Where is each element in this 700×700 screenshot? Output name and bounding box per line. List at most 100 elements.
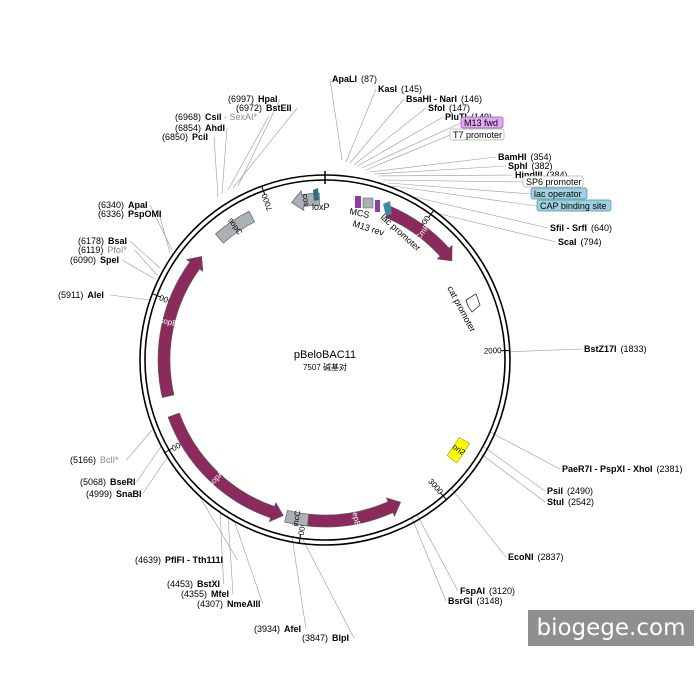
leader-line [353, 107, 427, 166]
site-name: SpeI [100, 255, 119, 265]
leader-line [142, 455, 169, 495]
site-position: (6972) [236, 103, 262, 113]
site-label: BstZ17I(1833) [584, 344, 647, 354]
inner-feature-label: M13 rev [351, 218, 385, 238]
feature-cmr [385, 205, 453, 262]
feature-tag-box [536, 199, 612, 212]
site-name: ApaI [128, 200, 148, 210]
site-position: (4999) [86, 489, 112, 499]
leader-line [213, 136, 219, 198]
site-position: (87) [361, 74, 377, 84]
feature-tag-label: T7 promoter [453, 130, 502, 140]
site-position: (794) [581, 237, 602, 247]
feature-tag-label: CAP binding site [540, 201, 606, 211]
leader-line [377, 174, 514, 177]
site-name: SnaBI [116, 489, 142, 499]
site-label: (6997)HpaI [228, 94, 278, 104]
site-label: (4453) BstXI [167, 579, 220, 589]
leader-line [291, 536, 307, 630]
leader-line [227, 116, 269, 191]
site-position: (6090) [70, 255, 96, 265]
feature-tag-box [530, 187, 588, 200]
leader-line [149, 204, 173, 251]
site-label: (6340) ApaI [98, 200, 148, 210]
leader-line [329, 78, 343, 161]
site-position: (146) [461, 94, 482, 104]
leader-line [489, 431, 561, 470]
site-position: (354) [531, 152, 552, 162]
tick-label: 2000 [484, 346, 503, 356]
site-label: (6850)PciI [162, 132, 208, 142]
site-label: (6972)BstEII [236, 103, 292, 113]
leader-line [136, 444, 163, 483]
site-position: (3120) [489, 586, 515, 596]
feature-tag-label: SP6 promoter [526, 177, 582, 187]
site-name: MfeI [211, 589, 229, 599]
leader-line [158, 213, 171, 254]
loxp-mark [313, 188, 319, 201]
leader-line [134, 249, 158, 276]
site-label: (6854)AhdI [175, 123, 225, 133]
site-name: CsiI [205, 112, 222, 122]
site-label: (4307)NmeAIII [197, 599, 261, 609]
feature-cos [291, 189, 320, 212]
site-position: (4453) [167, 579, 193, 589]
tick-mark [428, 210, 435, 218]
leader-line [357, 116, 444, 167]
site-label: SfoI(147) [428, 103, 470, 113]
site-label: (5911)AleI [58, 290, 104, 300]
inner-feature-label: loxP [312, 202, 330, 212]
site-label: (4355)MfeI [181, 589, 229, 599]
watermark: biogege.com [528, 610, 694, 646]
feature-label: sopB [159, 316, 179, 329]
feature-label: repE [350, 509, 362, 527]
leader-line [502, 348, 583, 353]
leader-line [369, 156, 497, 173]
feature-label: cos [301, 193, 311, 206]
site-position: (2542) [568, 497, 594, 507]
site-name: HindIII [515, 170, 543, 180]
feature-tag-box [460, 116, 504, 129]
site-name: PsiI [547, 486, 563, 496]
tick-label: 7000 [260, 192, 275, 212]
tick-mark [164, 447, 173, 453]
leader-line [409, 195, 549, 229]
site-position: (6178) [78, 236, 104, 246]
site-name: PspOMI [128, 209, 162, 219]
leader-line [349, 98, 405, 164]
leader-line [387, 182, 532, 195]
feature-tag-box [449, 128, 505, 141]
site-name: SphI [508, 161, 528, 171]
site-name: FspAI [460, 586, 485, 596]
site-position: (6336) [98, 209, 124, 219]
site-position: (6997) [228, 94, 254, 104]
site-label: EcoNI(2837) [508, 552, 564, 562]
lac-promoter-box [362, 197, 374, 209]
site-label: (4639)PflFI - Tth111I [135, 555, 223, 565]
site-labels: ApaLI(87)KasI(145)BsaHI - NarI(146)SfoI(… [58, 74, 683, 643]
site-position: (4307) [197, 599, 223, 609]
site-name: BsaI [108, 236, 127, 246]
site-label: (6178) BsaI [78, 236, 127, 246]
leader-line [411, 517, 447, 602]
site-name: PfoI* [107, 245, 127, 255]
lac-operator-mark [383, 201, 392, 216]
site-label: StuI(2542) [547, 497, 594, 507]
leader-line [480, 453, 546, 503]
site-name: BstXI [197, 579, 220, 589]
tick-mark [261, 185, 266, 195]
site-name: SfiI - SrfI [550, 223, 587, 233]
leader-lines [109, 78, 583, 639]
feature-ori2 [446, 437, 471, 464]
site-label: (3847)BlpI [302, 633, 349, 643]
leader-line [383, 179, 524, 183]
site-position: (6340) [98, 200, 124, 210]
site-label: ApaLI(87) [332, 74, 377, 84]
site-position: (6968) [175, 112, 201, 122]
site-label: BsrGI(3148) [448, 596, 503, 606]
site-name: PaeR7I - PspXI - XhoI [562, 464, 653, 474]
site-name: ScaI [558, 237, 577, 247]
site-name: PflFI - Tth111I [165, 555, 223, 565]
mcs-elements [313, 188, 392, 216]
site-position: (3148) [477, 596, 503, 606]
